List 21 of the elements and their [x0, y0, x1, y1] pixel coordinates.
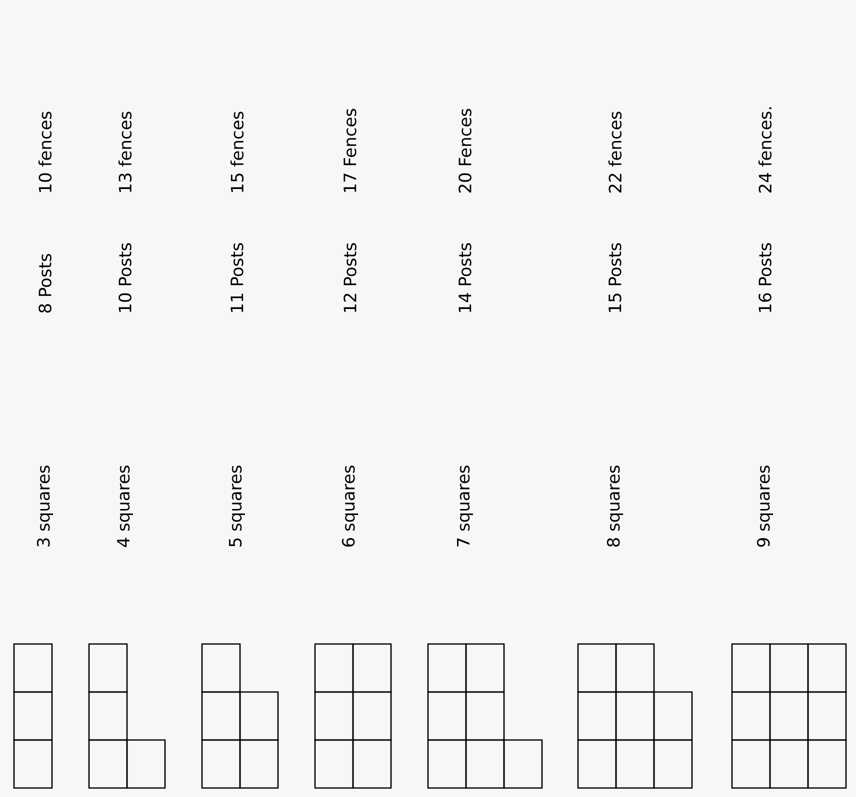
handwritten-label: 7 squares [457, 466, 473, 546]
handwritten-label: 15 fences [230, 112, 244, 192]
handwritten-label: 15 Posts [608, 243, 622, 312]
handwritten-label: 4 squares [117, 466, 133, 547]
handwritten-label: 5 squares [229, 466, 245, 546]
handwritten-label: 10 fences [38, 112, 52, 192]
handwritten-label: 13 fences [118, 112, 132, 192]
handwritten-label: 20 Fences [458, 108, 472, 193]
handwritten-label: 24 fences. [758, 107, 772, 193]
handwritten-label: 10 Posts [118, 243, 132, 312]
handwritten-label: 22 fences [608, 112, 622, 193]
handwritten-label: 12 Posts [344, 243, 356, 312]
handwritten-label: 11 Posts [230, 243, 244, 312]
handwritten-label: 6 squares [342, 466, 358, 547]
handwritten-label: 3 squares [36, 466, 54, 546]
handwritten-label: 16 Posts [758, 243, 772, 312]
handwritten-label: 17 Fences [344, 108, 356, 192]
handwritten-label: 8 squares [606, 466, 624, 547]
handwritten-label: 9 squares [756, 466, 774, 547]
handwritten-label: 14 Posts [458, 243, 472, 312]
handwritten-label: 8 Posts [38, 254, 52, 313]
